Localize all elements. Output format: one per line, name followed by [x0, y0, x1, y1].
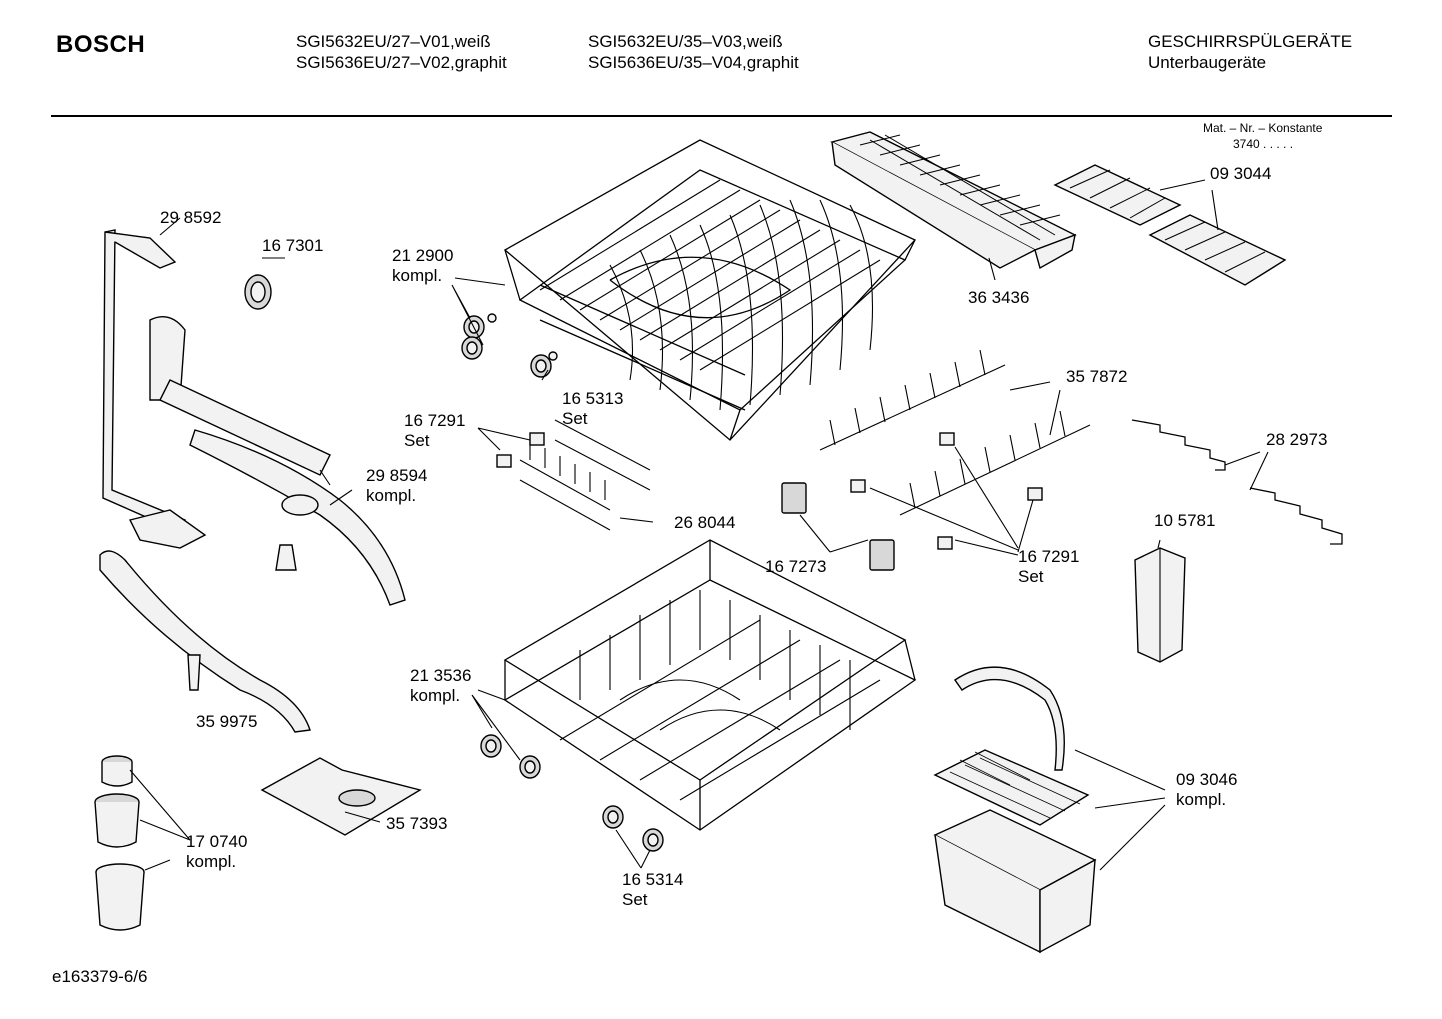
drawing-id: e163379-6/6	[52, 967, 148, 986]
part-suffix: Set	[622, 890, 648, 909]
part-suffix: Set	[1018, 567, 1044, 586]
model-line: SGI5636EU/27–V02,graphit	[296, 53, 507, 72]
tine-rows	[519, 349, 1091, 531]
part-number: 29 8594	[366, 466, 428, 485]
part-number: 16 7291	[404, 411, 466, 430]
mat-value: 3740 . . . . .	[1233, 137, 1294, 151]
part-number: 16 7291	[1018, 547, 1080, 566]
part-number: 16 5313	[562, 389, 624, 408]
lower-spray-arm	[99, 550, 311, 733]
model-list-2: SGI5632EU/35–V03,weiß SGI5636EU/35–V04,g…	[588, 31, 799, 73]
part-label-298592: 29 8592	[160, 208, 222, 227]
part-label-357872: 35 7872	[1066, 367, 1128, 386]
nozzle-insert	[244, 274, 272, 310]
part-suffix: kompl.	[410, 686, 461, 705]
part-label-212900: 21 2900 kompl.	[392, 246, 453, 286]
cutlery-basket	[933, 666, 1097, 954]
upper-basket	[503, 139, 917, 441]
part-suffix: kompl.	[392, 266, 443, 285]
upper-spray-arm	[149, 316, 406, 606]
spray-arm-supply-tube	[102, 229, 207, 549]
part-suffix: Set	[562, 409, 588, 428]
part-suffix: kompl.	[1176, 790, 1227, 809]
category-block: GESCHIRRSPÜLGERÄTE Unterbaugeräte	[1148, 31, 1352, 73]
cutlery-container	[1134, 547, 1186, 663]
part-number: 16 5314	[622, 870, 684, 889]
part-suffix: kompl.	[366, 486, 417, 505]
part-suffix: Set	[404, 431, 430, 450]
part-label-165314: 16 5314 Set	[622, 870, 683, 910]
model-line: SGI5632EU/27–V01,weiß	[296, 32, 491, 51]
part-label-298594: 29 8594 kompl.	[366, 466, 427, 506]
part-label-093046: 09 3046 kompl.	[1176, 770, 1237, 810]
leader-lines	[129, 179, 1269, 871]
part-number: 17 0740	[186, 832, 248, 851]
filter-set	[94, 755, 145, 931]
lower-basket	[503, 539, 917, 831]
part-suffix: kompl.	[186, 852, 237, 871]
category-title: GESCHIRRSPÜLGERÄTE	[1148, 32, 1353, 51]
part-number: 09 3046	[1176, 770, 1238, 789]
model-line: SGI5636EU/35–V04,graphit	[588, 53, 799, 72]
part-label-357393: 35 7393	[386, 814, 448, 833]
model-line: SGI5632EU/35–V03,weiß	[588, 32, 783, 51]
part-label-105781: 10 5781	[1154, 511, 1216, 530]
part-label-359975: 35 9975	[196, 712, 258, 731]
part-label-167291-lower: 16 7291 Set	[1018, 547, 1079, 587]
part-label-363436: 36 3436	[968, 288, 1030, 307]
cup-shelf-racks	[1053, 164, 1287, 286]
part-number: 21 3536	[410, 666, 472, 685]
model-list-1: SGI5632EU/27–V01,weiß SGI5636EU/27–V02,g…	[296, 31, 507, 73]
part-number: 21 2900	[392, 246, 454, 265]
part-label-170740: 17 0740 kompl.	[186, 832, 247, 872]
part-label-167273: 16 7273	[765, 557, 827, 576]
micro-filter-plate	[260, 757, 422, 836]
subcategory-title: Unterbaugeräte	[1148, 53, 1267, 72]
part-label-282973: 28 2973	[1266, 430, 1328, 449]
header-divider	[51, 115, 1392, 117]
brand-logo: BOSCH	[56, 31, 146, 58]
part-label-093044: 09 3044	[1210, 164, 1272, 183]
part-label-167301: 16 7301	[262, 236, 324, 255]
part-label-165313: 16 5313 Set	[562, 389, 623, 429]
upper-basket-rollers	[461, 313, 558, 378]
knife-racks	[1131, 419, 1343, 545]
part-label-268044: 26 8044	[674, 513, 736, 532]
top-cutlery-tray	[830, 131, 1077, 270]
mat-label: Mat. – Nr. – Konstante	[1203, 121, 1323, 135]
lower-basket-rollers	[480, 734, 664, 852]
clips	[496, 432, 1043, 571]
part-label-167291-upper: 16 7291 Set	[404, 411, 465, 451]
part-label-213536: 21 3536 kompl.	[410, 666, 471, 706]
